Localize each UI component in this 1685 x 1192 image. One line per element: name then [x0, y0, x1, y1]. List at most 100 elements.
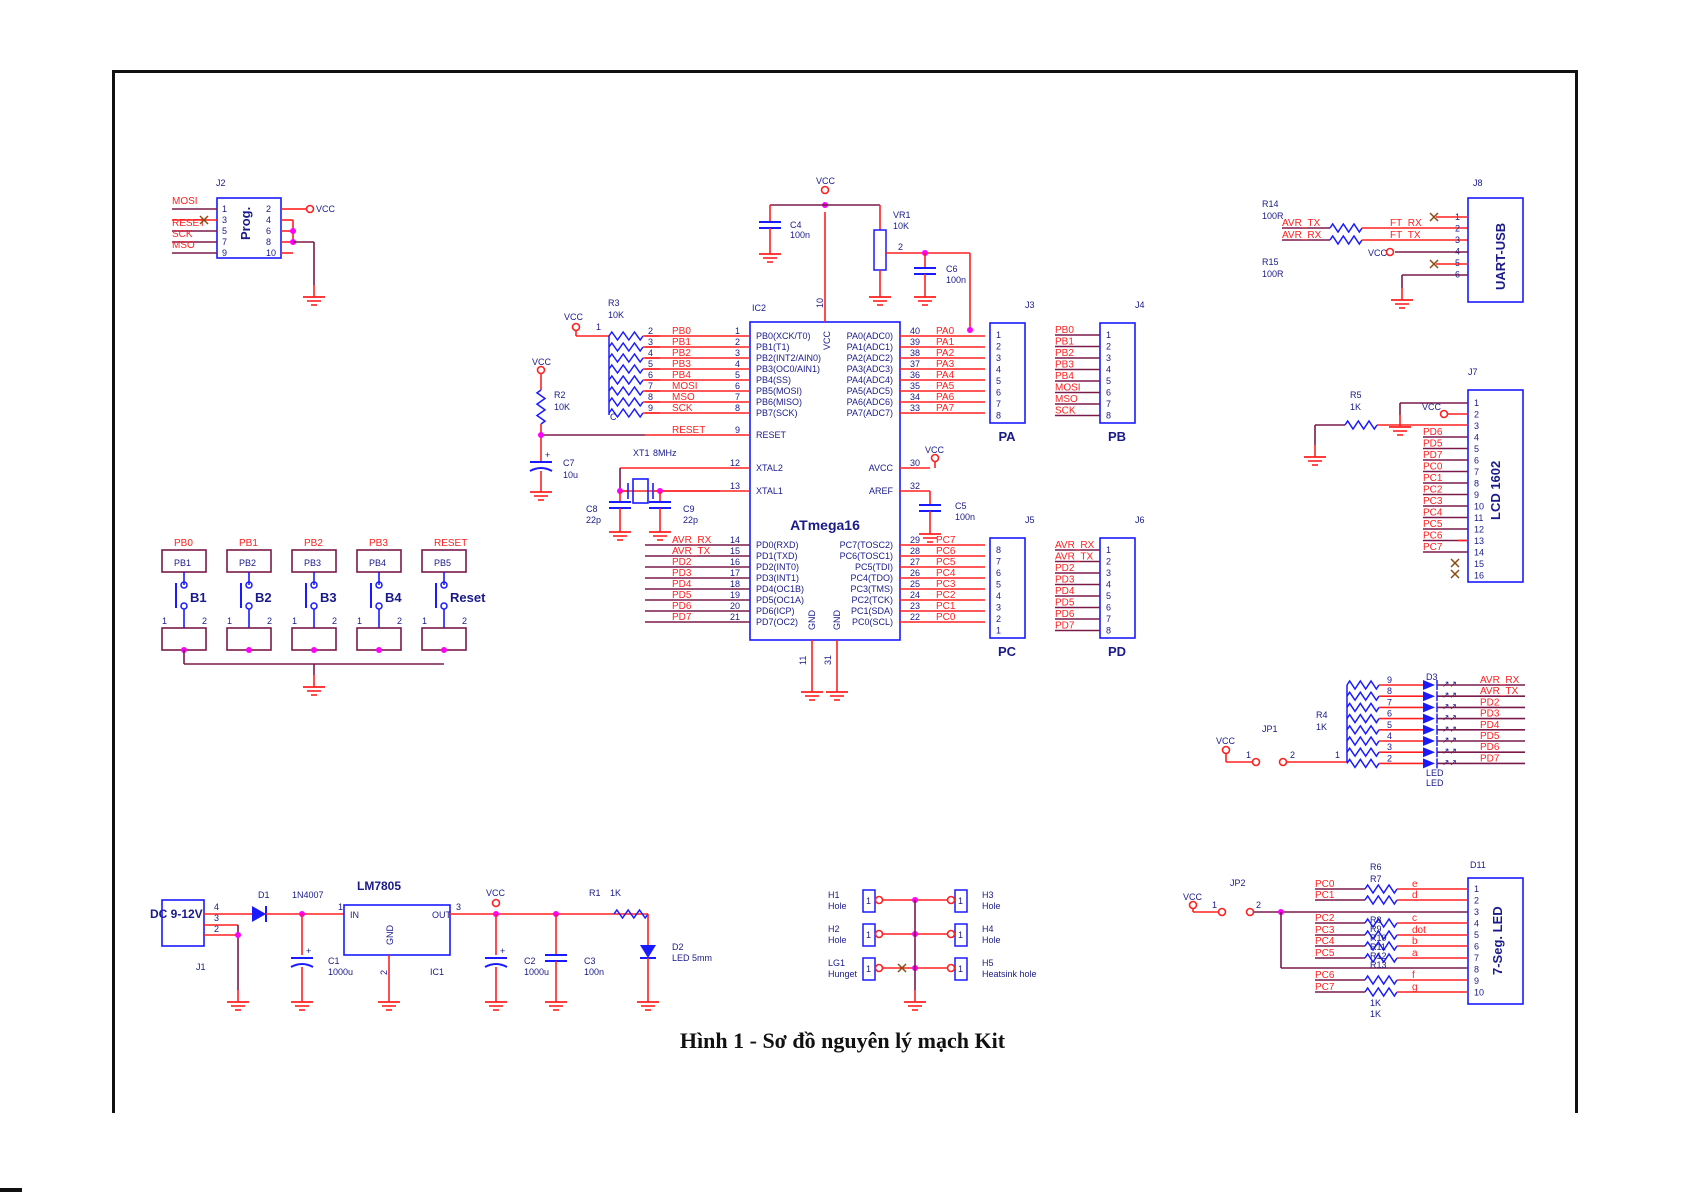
- resistor-network-icon: [608, 341, 644, 353]
- net-label: PC0: [936, 612, 956, 623]
- vcc-terminal-icon: [536, 365, 546, 375]
- pin-num: 7: [648, 381, 653, 391]
- net-label: PD7: [672, 612, 692, 623]
- ref-d2: D2: [672, 942, 684, 952]
- vcc-terminal-icon: [1251, 757, 1261, 767]
- pin-num: 4: [214, 902, 219, 912]
- pin-num: 3: [1106, 568, 1111, 578]
- button-ref: PB2: [239, 558, 256, 568]
- net-label: PC7: [1423, 542, 1443, 553]
- pin-num: 7: [996, 557, 1001, 567]
- pin-num: 14: [730, 535, 740, 545]
- switch-contact-icon: [440, 581, 448, 589]
- net-label: PD3: [1480, 709, 1500, 720]
- no-connect-icon: [1450, 558, 1460, 568]
- pin-num: 1: [596, 322, 601, 332]
- pin-num: 6: [1387, 709, 1392, 719]
- vcc-label: VCC: [816, 176, 836, 186]
- ref-resistor: R10: [1370, 933, 1387, 943]
- resistor-network-icon: [608, 363, 644, 375]
- net-label: AVR_TX: [672, 546, 710, 557]
- pin-num: 24: [910, 590, 920, 600]
- resistor-icon: [1364, 940, 1398, 952]
- resistor-network-icon: [608, 407, 644, 419]
- mcu-pin-name: XTAL2: [756, 463, 783, 473]
- switch-contact-icon: [245, 602, 253, 610]
- pin-num: 4: [1106, 365, 1111, 375]
- uart-title: UART-USB: [1493, 223, 1508, 290]
- ref-resistor: R8: [1370, 915, 1382, 925]
- pin-num: 4: [1106, 580, 1111, 590]
- pin-num: 32: [910, 481, 920, 491]
- net-label: MOSI: [1055, 383, 1081, 394]
- prog-header-body: [216, 197, 282, 259]
- switch-contact-icon: [180, 581, 188, 589]
- button-label: B2: [255, 590, 272, 605]
- net-label: PC7: [1315, 982, 1335, 993]
- value-d1: 1N4007: [292, 890, 324, 900]
- net-label: PC1: [1423, 473, 1443, 484]
- pin-num: 1: [958, 930, 963, 940]
- segment-label: dot: [1412, 925, 1426, 936]
- pin-num: 2: [214, 924, 219, 934]
- switch-contact-icon: [245, 581, 253, 589]
- led-emission-icon: ↗↗: [1442, 735, 1457, 745]
- net-label: AVR_TX: [1055, 552, 1093, 563]
- junction-dot: [967, 327, 973, 333]
- seven-seg-body: [1467, 877, 1524, 1005]
- net-label: PB3: [1055, 360, 1074, 371]
- pin-num: 3: [456, 902, 461, 912]
- regulator-title: LM7805: [357, 879, 401, 893]
- pin-num: 9: [1474, 976, 1479, 986]
- pin-num: 34: [910, 392, 920, 402]
- no-connect-icon: [897, 963, 907, 973]
- prog-title: Prog.: [238, 207, 253, 240]
- pin-num: 2: [267, 616, 272, 626]
- resistor-network-icon: [608, 352, 644, 364]
- led-emission-icon: ↗↗: [1442, 690, 1457, 700]
- net-label: PC2: [1423, 485, 1443, 496]
- pin-num: 19: [730, 590, 740, 600]
- hole-value: Heatsink hole: [982, 969, 1037, 979]
- pin-num: 3: [222, 215, 227, 225]
- ref-r5: R5: [1350, 390, 1362, 400]
- pin-num: 3: [1474, 421, 1479, 431]
- button-bottom-pad: [226, 627, 272, 651]
- pin-num: 6: [1106, 603, 1111, 613]
- resistor-icon: [1364, 986, 1398, 998]
- pin-num: 1: [1246, 750, 1251, 760]
- ref-resistor: R9: [1370, 924, 1382, 934]
- value-c1: 1000u: [328, 967, 353, 977]
- vcc-terminal-icon: [930, 453, 940, 463]
- pin-num: 2: [397, 616, 402, 626]
- pin-num: 5: [1106, 376, 1111, 386]
- dc-jack-body: [161, 899, 205, 947]
- pin-num: 2: [735, 337, 740, 347]
- mcu-pin-name: PB2(INT2/AIN0): [756, 353, 821, 363]
- value-c7: 10u: [563, 470, 578, 480]
- value-c4: 100n: [790, 230, 810, 240]
- net-label: PD5: [1055, 598, 1075, 609]
- led-icon: [1423, 702, 1435, 713]
- pin-num: 1: [1474, 398, 1479, 408]
- ref-d11: D11: [1470, 860, 1486, 870]
- header-pc-body: [989, 537, 1026, 639]
- drawing-frame: [112, 70, 1578, 1113]
- net-label: PC6: [1315, 970, 1335, 981]
- mcu-pin-name: PA3(ADC3): [847, 364, 893, 374]
- pin-num: 7: [222, 237, 227, 247]
- pin-num: 11: [1474, 513, 1483, 523]
- pin-num: 1: [422, 616, 427, 626]
- ref-ic1: IC1: [430, 967, 444, 977]
- net-label: PD2: [672, 557, 692, 568]
- net-label: PC2: [936, 590, 956, 601]
- pin-num: 12: [1474, 525, 1484, 535]
- ref-j2: J2: [216, 178, 226, 188]
- mcu-pin-name: PB6(MISO): [756, 397, 802, 407]
- mcu-pin-name: PD3(INT1): [756, 573, 799, 583]
- net-label: PD6: [1055, 609, 1075, 620]
- ref-c9: C9: [683, 504, 695, 514]
- junction-dot: [246, 647, 252, 653]
- net-label: SCK: [672, 403, 693, 414]
- pin-num: 25: [910, 579, 920, 589]
